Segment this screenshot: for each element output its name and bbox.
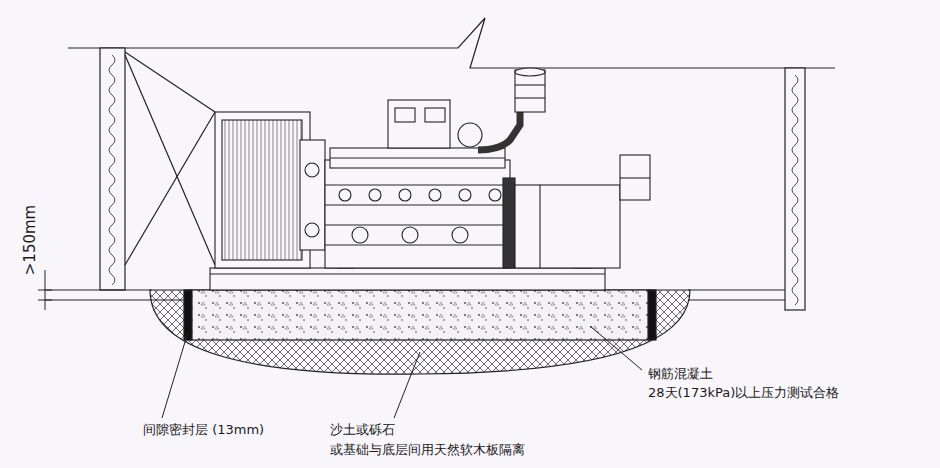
leader-lines-part: [162, 332, 188, 418]
room: [45, 18, 835, 310]
generator-set-part: [458, 123, 482, 147]
room-part: [68, 18, 835, 68]
room-part: [125, 55, 215, 265]
generator-set-part: [305, 223, 319, 237]
generator-set-part: [300, 140, 325, 250]
generator-set-part: [352, 227, 368, 243]
room-part: [688, 299, 785, 300]
generator-set-part: [620, 155, 650, 200]
callout-note: 沙土或砾石: [330, 422, 395, 438]
leader-lines-part: [394, 352, 420, 418]
dimension-150mm: [38, 270, 52, 310]
generator-set-part: [210, 273, 605, 274]
dimension-150mm-part: [38, 300, 52, 301]
room-part: [688, 289, 785, 290]
room-part: [100, 48, 125, 290]
generator-set-part: [489, 189, 501, 201]
generator-set-part: [215, 112, 310, 268]
generator-set-part: [388, 100, 450, 148]
generator-set-part: [515, 68, 545, 76]
generator-set-part: [325, 184, 510, 185]
generator-set-part: [515, 185, 620, 268]
room-part: [125, 112, 215, 265]
generator-set-part: [325, 244, 510, 245]
generator-set-part: [503, 178, 515, 268]
foundation-part: [190, 290, 650, 340]
generator-set-part: [478, 110, 520, 150]
generator-set-part: [515, 84, 545, 85]
generator-set-part: [425, 108, 445, 122]
callout-note: 钢筋混凝土: [648, 366, 713, 382]
generator-set-part: [325, 224, 510, 225]
generator-set-part: [402, 227, 418, 243]
generator-set-part: [330, 157, 505, 158]
room-part: [785, 68, 805, 310]
generator-set-part: [459, 189, 471, 201]
generator-set-part: [325, 160, 510, 268]
generator-set-part: [222, 120, 302, 260]
generator-set-part: [452, 227, 468, 243]
room-part: [792, 75, 798, 305]
callout-note: 或基础与底层间用天然软木板隔离: [330, 442, 525, 458]
generator-set-part: [339, 189, 351, 201]
leader-lines-part: [590, 326, 642, 370]
generator-set-part: [620, 177, 650, 178]
generator-set-part: [539, 185, 540, 268]
leader-lines: [162, 326, 642, 418]
generator-set-part: [515, 97, 545, 98]
foundation: [150, 290, 690, 374]
generator-set-part: [429, 189, 441, 201]
dimension-text: >150mm: [21, 205, 39, 275]
generator-set: [210, 68, 650, 290]
generator-set-part: [395, 108, 415, 122]
foundation-part: [648, 290, 656, 340]
callout-note: 间隙密封层 (13mm): [143, 422, 264, 438]
generator-set-part: [369, 189, 381, 201]
dimension-150mm-part: [38, 290, 52, 291]
room-part: [109, 55, 115, 285]
generator-set-part: [399, 189, 411, 201]
generator-set-part: [305, 163, 319, 177]
generator-set-part: [325, 204, 510, 205]
generator-set-part: [210, 268, 605, 290]
room-part: [125, 52, 215, 112]
room-part: [45, 289, 152, 290]
foundation-part: [150, 290, 690, 374]
callout-note: 28天(173kPa)以上压力测试合格: [648, 385, 839, 401]
